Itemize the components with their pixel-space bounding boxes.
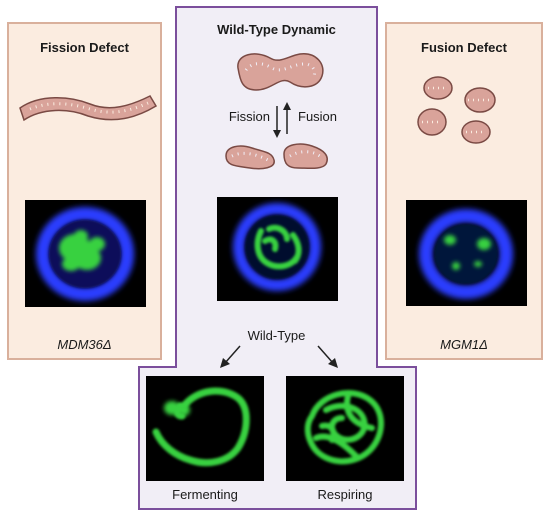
wild-type-label: Wild-Type	[247, 328, 306, 343]
mgm1-cell-micrograph	[406, 200, 527, 306]
elongated-mitochondrion-icon	[19, 95, 158, 122]
fusion-arrow-icon	[283, 102, 291, 134]
fermenting-label: Fermenting	[172, 487, 238, 502]
fermenting-micrograph	[146, 376, 264, 481]
fusion-defect-title: Fusion Defect	[421, 40, 507, 55]
fission-arrow-icon	[273, 106, 281, 138]
respiring-arrow-icon	[317, 345, 338, 368]
mdm36-cell-micrograph	[25, 200, 146, 307]
mgm1-strain-label: MGM1Δ	[440, 337, 488, 352]
fission-label: Fission	[228, 109, 270, 124]
fused-mitochondrion-icon	[237, 53, 324, 91]
fusion-label: Fusion	[298, 109, 338, 124]
respiring-label: Respiring	[317, 487, 373, 502]
fission-defect-title: Fission Defect	[40, 40, 129, 55]
fragmented-spheres-icon	[417, 76, 496, 144]
fragmented-mitochondria-icon	[225, 143, 328, 170]
mdm36-strain-label: MDM36Δ	[57, 337, 112, 352]
fission-defect-panel	[7, 22, 162, 360]
respiring-micrograph	[286, 376, 404, 481]
fermenting-arrow-icon	[220, 345, 241, 368]
wild-type-title: Wild-Type Dynamic	[217, 22, 336, 37]
wild-type-cell-micrograph	[217, 197, 338, 301]
